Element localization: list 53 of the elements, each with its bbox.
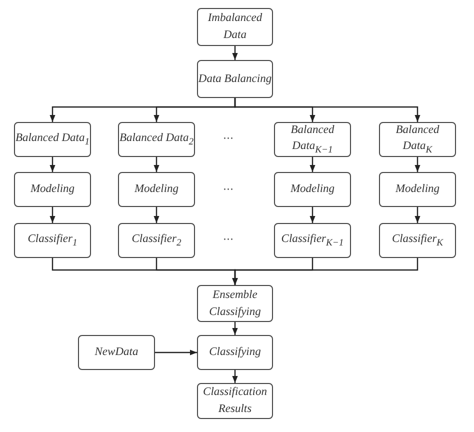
- process-box: [197, 335, 273, 370]
- arrow: [232, 370, 238, 383]
- process-box: [118, 122, 195, 157]
- process-box: [379, 122, 456, 157]
- arrow: [414, 157, 420, 172]
- box-label: Balanced Data$_{1}$: [15, 130, 90, 150]
- box-label: Classifying: [209, 345, 261, 360]
- arrow: [232, 46, 238, 60]
- process-box: [197, 60, 273, 98]
- process-box: [14, 172, 91, 207]
- box-label: Modeling: [290, 182, 335, 198]
- box-label: Imbalanced Data: [206, 11, 264, 43]
- process-box: [118, 172, 195, 207]
- arrow: [155, 350, 197, 356]
- process-box: [197, 8, 273, 46]
- box-label: Modeling: [395, 182, 440, 198]
- box-label: Classifier$_{1}$: [28, 232, 78, 250]
- process-box: [118, 223, 195, 258]
- box-label: Classification Results: [202, 385, 268, 417]
- process-box: [274, 172, 351, 207]
- arrow: [154, 207, 160, 223]
- process-box: [14, 223, 91, 258]
- process-box: [274, 122, 351, 157]
- arrow: [310, 207, 316, 223]
- box-label: Balanced Data$_{2}$: [119, 130, 194, 150]
- process-box: [379, 223, 456, 258]
- process-box: [274, 223, 351, 258]
- process-box: [197, 383, 273, 419]
- arrow: [154, 157, 160, 172]
- arrow: [232, 258, 418, 285]
- box-label: Classifier$_{2}$: [132, 232, 182, 250]
- ellipsis-label: ···: [223, 183, 234, 196]
- process-box: [14, 122, 91, 157]
- arrow: [232, 322, 238, 335]
- box-label: NewData: [94, 345, 138, 360]
- process-box: [197, 285, 273, 322]
- box-label: Balanced Data$_{K−1}$: [290, 122, 336, 158]
- arrow: [310, 157, 316, 172]
- arrow: [50, 207, 56, 223]
- process-box: [78, 335, 155, 370]
- arrow: [414, 207, 420, 223]
- ellipsis-label: ···: [223, 233, 234, 246]
- box-label: Modeling: [134, 182, 179, 198]
- arrow: [234, 98, 420, 122]
- box-label: Data Balancing: [198, 72, 272, 87]
- ellipsis-label: ···: [223, 132, 234, 145]
- box-label: Ensemble Classifying: [208, 288, 262, 320]
- box-label: Balanced Data$_{K}$: [394, 122, 440, 158]
- box-label: Modeling: [30, 182, 75, 198]
- process-box: [379, 172, 456, 207]
- arrow: [50, 157, 56, 172]
- box-label: Classifier$_{K}$: [392, 232, 444, 250]
- box-label: Classifier$_{K−1}$: [281, 232, 344, 250]
